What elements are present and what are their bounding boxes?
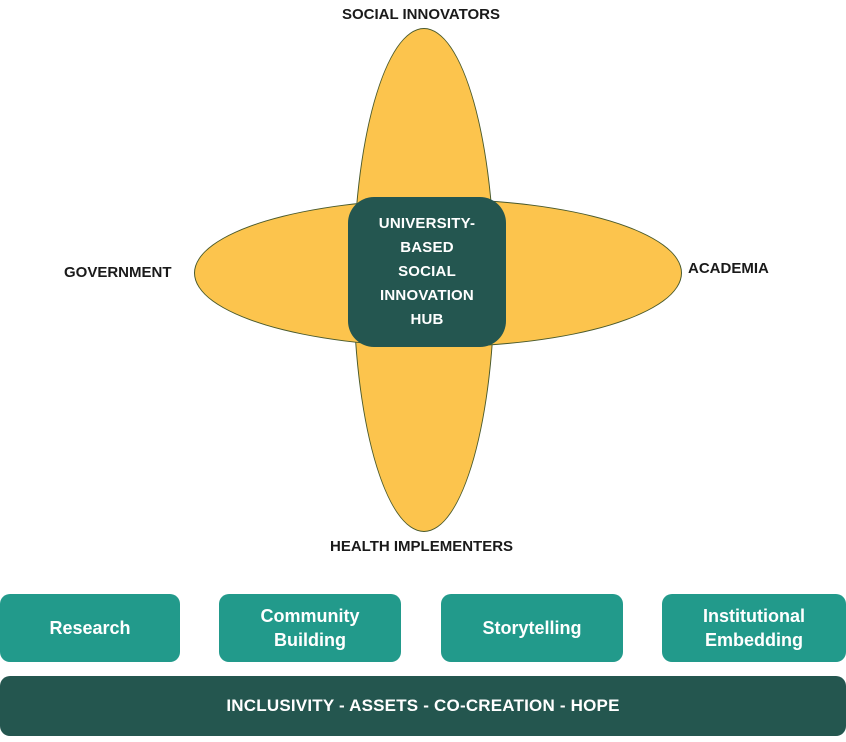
pillar-research: Research <box>0 594 180 662</box>
label-health-implementers: HEALTH IMPLEMENTERS <box>330 538 514 555</box>
pillar-storytelling: Storytelling <box>441 594 623 662</box>
pillars-row: Research Community Building Storytelling… <box>0 594 846 662</box>
pillar-community-building: Community Building <box>219 594 401 662</box>
label-academia: ACADEMIA <box>688 260 769 277</box>
label-social-innovators: SOCIAL INNOVATORS <box>341 6 501 23</box>
foundation-bar: INCLUSIVITY - ASSETS - CO-CREATION - HOP… <box>0 676 846 736</box>
label-government: GOVERNMENT <box>64 264 172 281</box>
hub-box: UNIVERSITY-BASED SOCIAL INNOVATION HUB <box>348 197 506 347</box>
stakeholder-diagram: UNIVERSITY-BASED SOCIAL INNOVATION HUB S… <box>64 6 769 555</box>
pillar-institutional-embedding: Institutional Embedding <box>662 594 846 662</box>
